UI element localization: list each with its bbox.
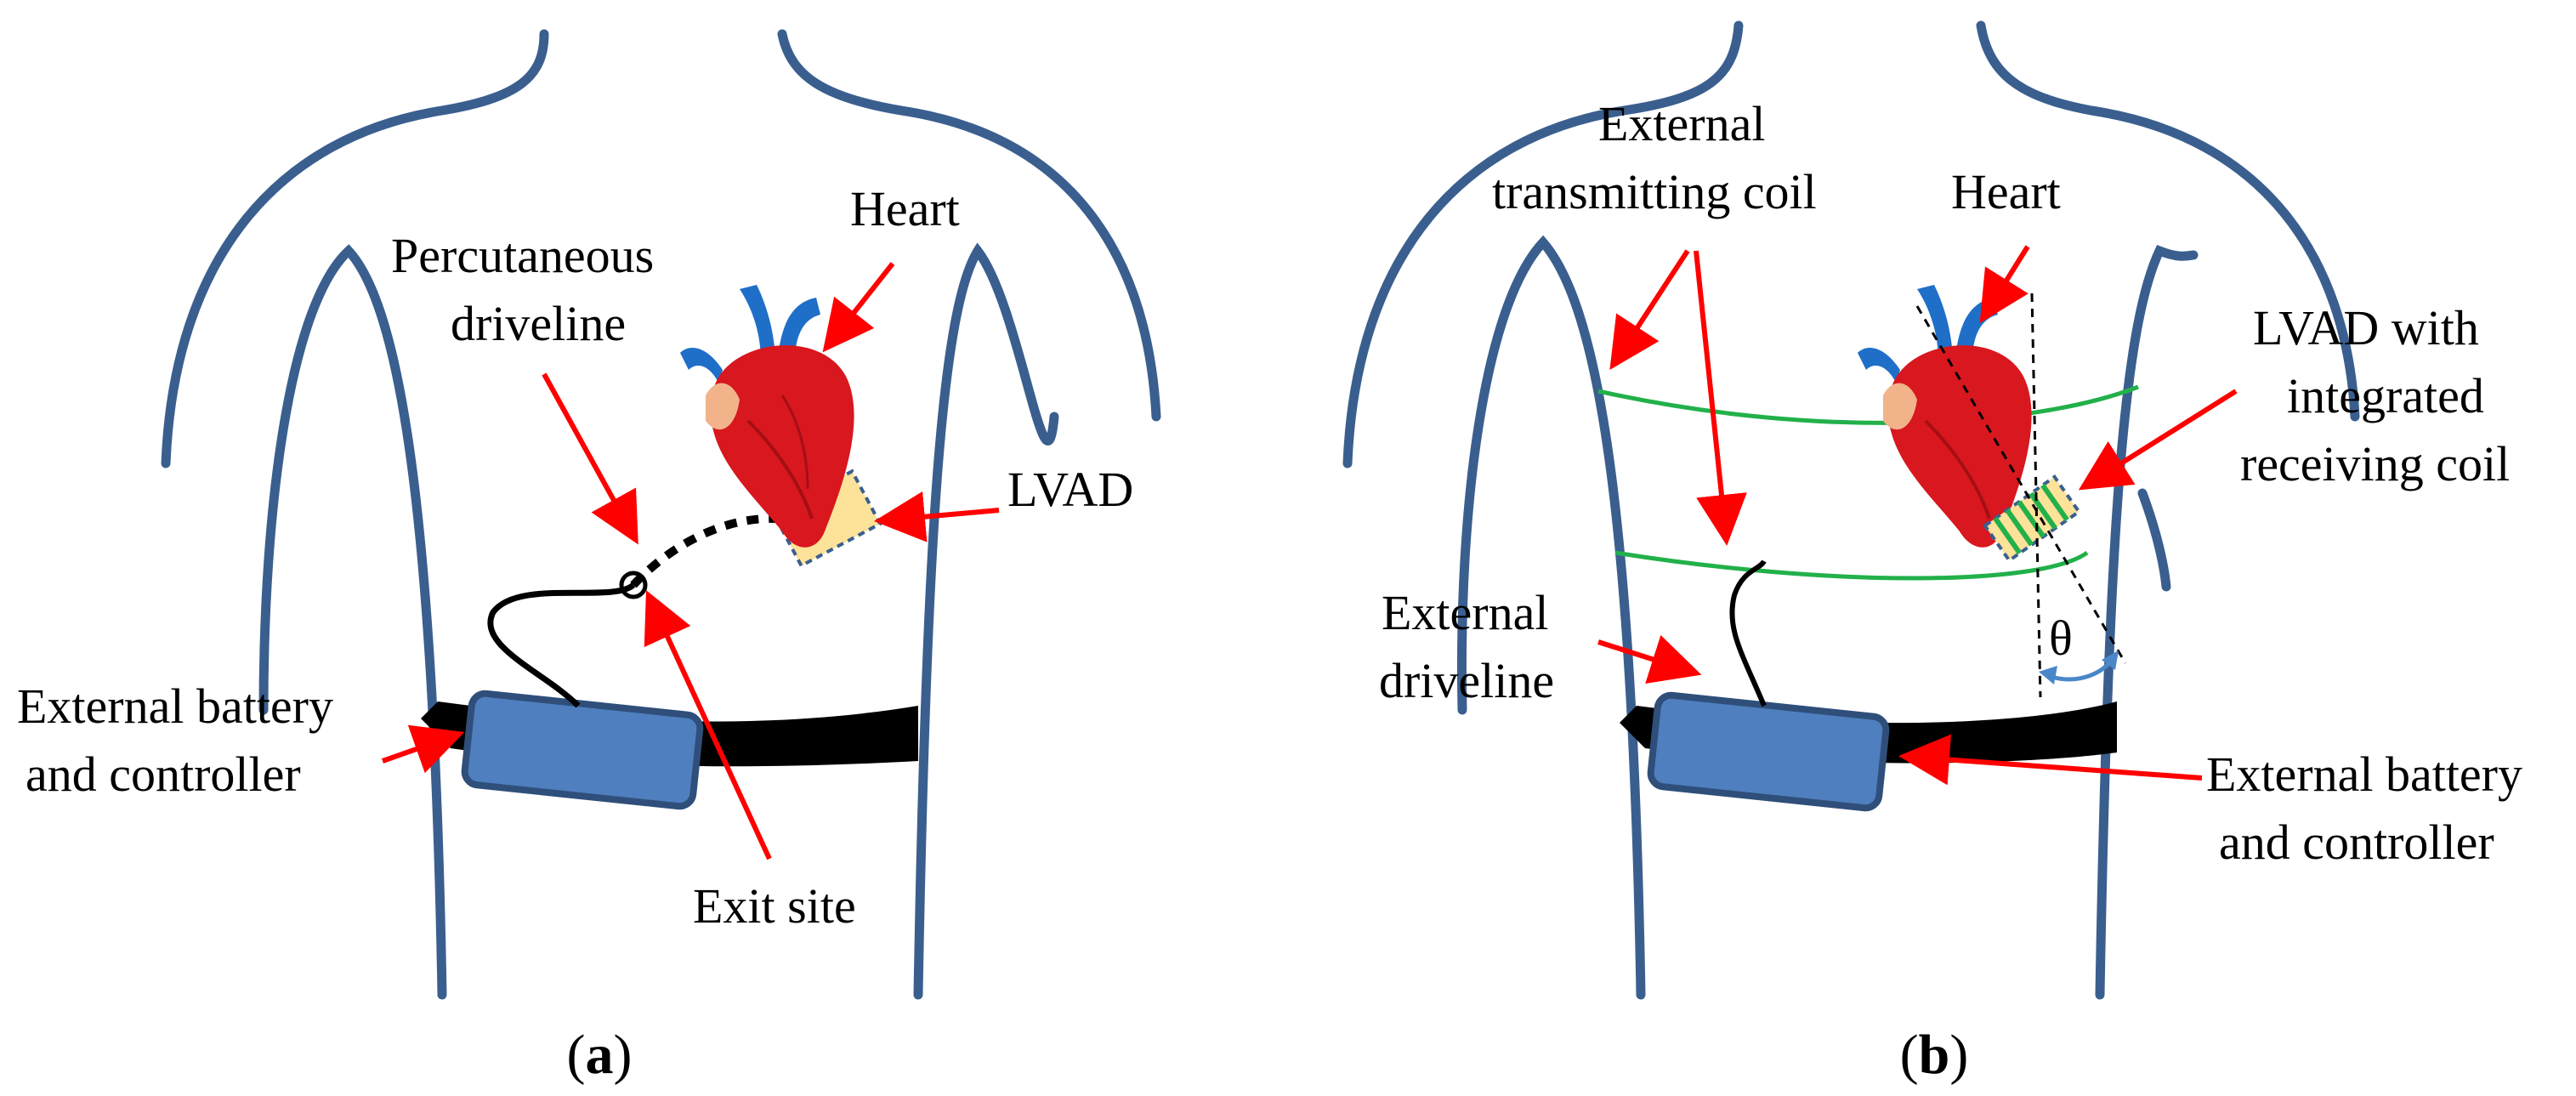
external-cable	[487, 582, 636, 708]
label-percutaneous-driveline-1: Percutaneous	[391, 228, 654, 283]
label-heart: Heart	[850, 181, 960, 236]
label-exit-site: Exit site	[693, 878, 856, 934]
panel-a: Heart Percutaneous driveline LVAD Extern…	[17, 29, 1161, 1086]
arrow-heart-b	[1979, 245, 2030, 324]
arrow-heart	[822, 262, 895, 353]
label-driveline-2: driveline	[1379, 653, 1554, 708]
caption-b-open: (	[1900, 1024, 1919, 1086]
heart-icon	[680, 285, 854, 548]
coil-upper	[1597, 384, 2139, 425]
heart-icon-b	[1858, 285, 2032, 548]
angle-guides	[1915, 292, 2127, 698]
lvad-receiving-coil	[1982, 474, 2082, 563]
label-theta: θ	[2049, 610, 2073, 666]
callout-arrows-b	[1597, 245, 2238, 786]
label-coil-2: transmitting coil	[1492, 164, 1817, 219]
theta-arrowhead-right	[2102, 650, 2119, 670]
percutaneous-driveline	[630, 514, 796, 588]
arrow-battery-b	[1898, 734, 2203, 786]
arrow-external-driveline	[1597, 634, 1702, 684]
label-driveline-1: External	[1382, 585, 1548, 640]
theta-arrowhead-left	[2039, 666, 2057, 684]
caption-b: (b)	[1900, 1024, 1969, 1086]
label-battery-b-2: and controller	[2219, 815, 2494, 870]
arrow-battery	[382, 724, 465, 774]
arrow-lvad-receiving-coil	[2078, 389, 2238, 491]
caption-a-close: )	[614, 1024, 633, 1086]
label-lvad-1: LVAD with	[2253, 300, 2479, 355]
arrow-coil-upper	[1609, 249, 1690, 371]
arrow-coil-lower	[1694, 250, 1747, 546]
caption-a-open: (	[567, 1024, 586, 1086]
label-percutaneous-driveline-2: driveline	[451, 296, 626, 351]
panel-b: External transmitting coil Heart LVAD wi…	[1342, 20, 2522, 1086]
external-battery-controller-b	[1647, 691, 1890, 812]
exit-site-marker	[619, 571, 648, 599]
callout-arrows	[382, 262, 1000, 860]
label-lvad: LVAD	[1007, 462, 1133, 517]
arrow-exit-site	[644, 590, 772, 860]
label-battery-b-1: External battery	[2206, 747, 2522, 802]
arrow-percutaneous-driveline	[542, 372, 638, 545]
torso-outline	[161, 29, 1161, 1000]
caption-a-letter: a	[586, 1024, 614, 1086]
label-lvad-3: receiving coil	[2240, 436, 2510, 491]
caption-b-close: )	[1949, 1024, 1968, 1086]
label-battery-1: External battery	[17, 679, 333, 734]
tilted-axis	[1915, 305, 2127, 664]
label-heart-b: Heart	[1951, 164, 2061, 219]
label-lvad-2: integrated	[2287, 368, 2484, 423]
external-battery-controller	[461, 690, 704, 810]
arrow-lvad	[874, 491, 1000, 542]
label-battery-2: and controller	[26, 747, 301, 802]
coil-lower	[1614, 550, 2089, 581]
caption-b-letter: b	[1919, 1024, 1950, 1086]
label-coil-1: External	[1598, 96, 1765, 151]
caption-a: (a)	[567, 1024, 633, 1086]
vertical-axis	[2030, 292, 2042, 698]
external-driveline	[1729, 559, 1767, 707]
